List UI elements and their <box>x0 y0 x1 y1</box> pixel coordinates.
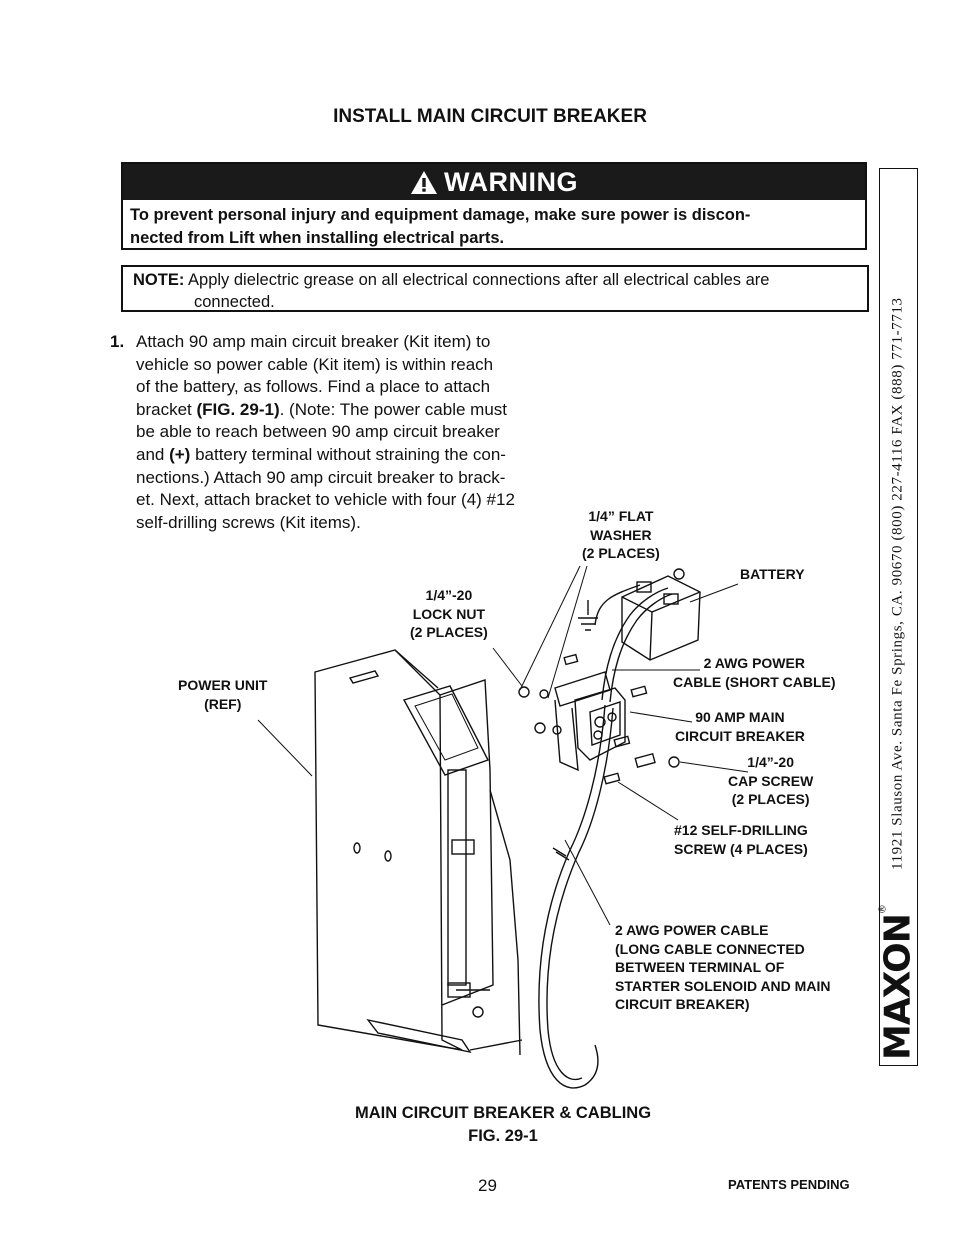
long-cable-drawing <box>538 704 614 1089</box>
step-number: 1. <box>110 332 125 351</box>
figure-caption: MAIN CIRCUIT BREAKER & CABLING FIG. 29-1 <box>0 1102 954 1148</box>
warning-box: WARNING To prevent personal injury and e… <box>121 162 867 250</box>
note-box: NOTE: Apply dielectric grease on all ele… <box>121 265 869 312</box>
page-number: 29 <box>478 1176 497 1195</box>
sidebar-strip <box>879 168 918 1066</box>
maxon-logo: MAXON® <box>877 905 919 1060</box>
step-line: self-drilling screws (Kit items). <box>136 512 361 532</box>
step-line: bracket (FIG. 29-1). (Note: The power ca… <box>136 399 508 419</box>
leader-lines <box>257 565 749 926</box>
warning-heading: WARNING <box>444 166 578 197</box>
warning-triangle-icon <box>411 170 437 194</box>
battery-drawing <box>621 568 701 661</box>
step-1: 1. Attach 90 amp main circuit breaker (K… <box>110 331 570 534</box>
warning-text: To prevent personal injury and equipment… <box>123 200 865 250</box>
warning-line: To prevent personal injury and equipment… <box>130 206 751 224</box>
step-line: of the battery, as follows. Find a place… <box>136 377 491 397</box>
power-unit-drawing <box>314 649 523 1056</box>
company-address: 11921 Slauson Ave. Santa Fe Springs, CA.… <box>889 297 906 870</box>
callout-power-unit: POWER UNIT(REF) <box>178 677 268 712</box>
warning-header: WARNING <box>123 164 865 200</box>
step-line: and (+) battery terminal without straini… <box>136 444 506 464</box>
step-line: nections.) Attach 90 amp circuit breaker… <box>136 467 506 487</box>
figure-number: FIG. 29-1 <box>468 1127 538 1145</box>
warning-line: nected from Lift when installing electri… <box>130 229 505 247</box>
step-line: Attach 90 amp main circuit breaker (Kit … <box>136 332 491 351</box>
figure-title: MAIN CIRCUIT BREAKER & CABLING <box>354 1104 652 1122</box>
section-title: INSTALL MAIN CIRCUIT BREAKER <box>333 106 647 127</box>
step-line: vehicle so power cable (Kit item) is wit… <box>136 354 494 374</box>
positive-terminal: (+) <box>169 444 191 464</box>
breaker-drawing <box>518 653 680 785</box>
callout-battery: BATTERY <box>740 566 805 582</box>
note-label: NOTE: <box>133 271 185 289</box>
step-line: et. Next, attach bracket to vehicle with… <box>136 490 515 510</box>
step-line: be able to reach between 90 amp circuit … <box>136 422 500 442</box>
patents-pending: PATENTS PENDING <box>728 1177 850 1192</box>
note-text-continued: connected. <box>194 293 275 311</box>
figure-reference: (FIG. 29-1) <box>196 399 280 419</box>
note-text: Apply dielectric grease on all electrica… <box>184 271 770 289</box>
